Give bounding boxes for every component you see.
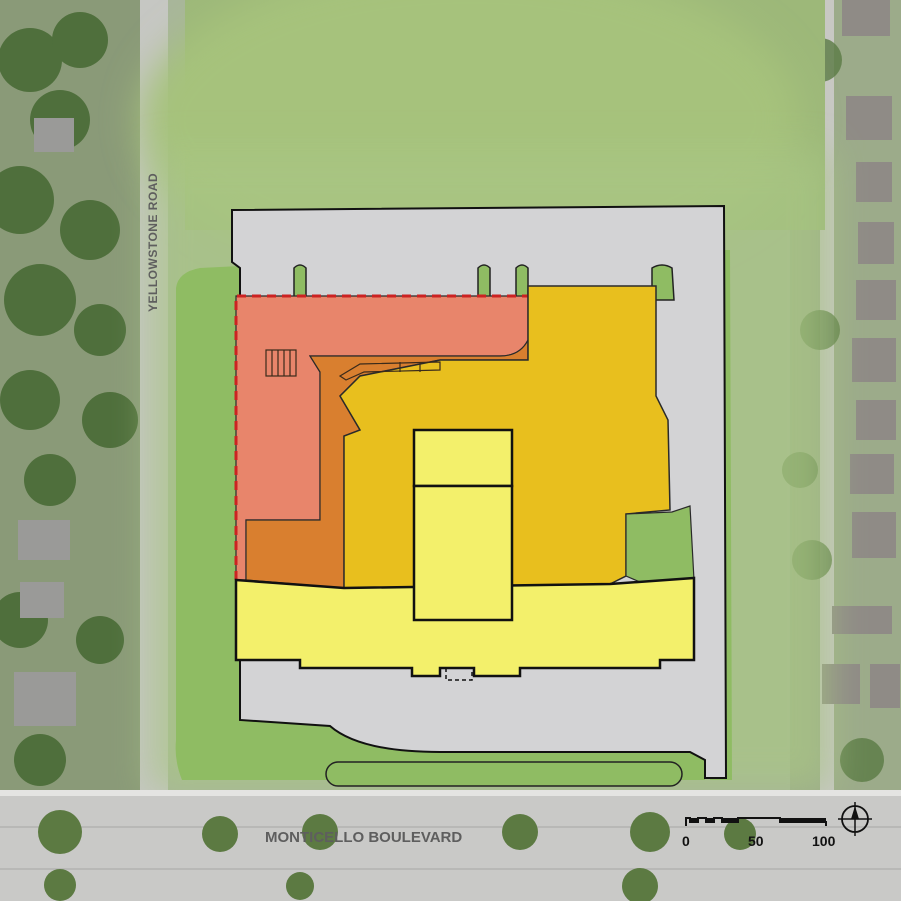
scale-label-50: 50	[748, 833, 764, 849]
zone-yellow-building	[234, 576, 696, 678]
dashed-boundary	[234, 294, 528, 580]
site-lawn	[175, 266, 706, 780]
scale-label-100: 100	[812, 833, 836, 849]
entry-canopy	[445, 668, 473, 681]
scale-bar: 0 50 100	[682, 817, 836, 849]
north-arrow-icon	[838, 802, 872, 836]
stair-details	[265, 349, 441, 381]
south-lawn-strip	[325, 761, 683, 787]
building-wing-north	[412, 428, 514, 488]
west-neighborhood	[0, 0, 140, 790]
building-wing-core	[412, 484, 514, 622]
scale-label-0: 0	[682, 833, 690, 849]
green-courtyard	[625, 505, 695, 583]
monticello-boulevard-surface	[0, 790, 901, 901]
parking-islands	[293, 264, 675, 301]
monticello-boulevard-label: MONTICELLO BOULEVARD	[265, 829, 462, 846]
yellowstone-road-label: YELLOWSTONE ROAD	[146, 173, 160, 312]
